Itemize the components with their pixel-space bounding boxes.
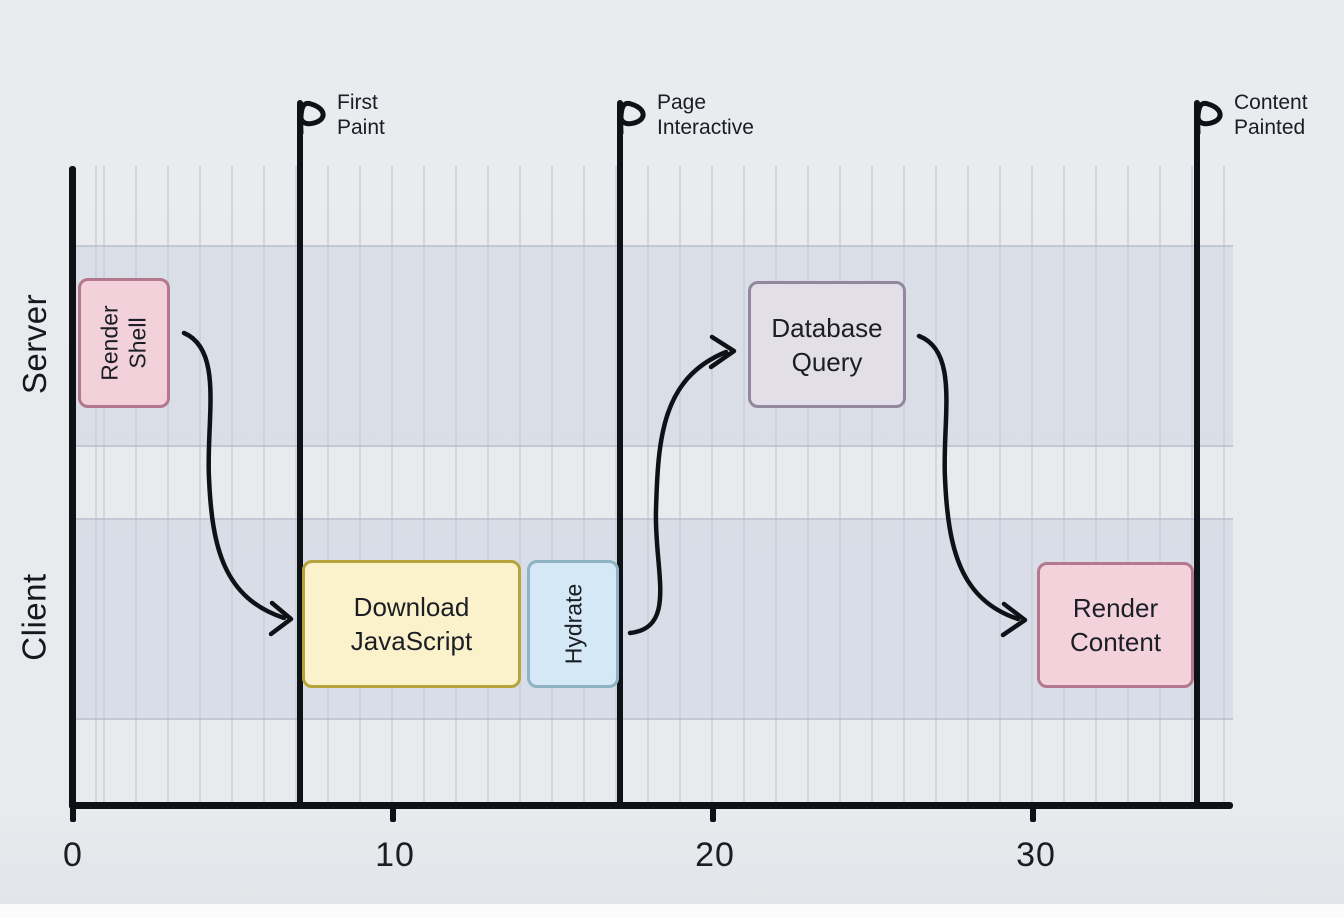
flag-icon bbox=[618, 100, 646, 136]
x-tick-10 bbox=[390, 805, 396, 822]
x-tick-label: 0 bbox=[63, 836, 83, 874]
task-hydrate-label: Hydrate bbox=[559, 584, 587, 665]
milestone-content-painted: Content Painted bbox=[1194, 91, 1308, 805]
server-lane-band bbox=[73, 245, 1233, 447]
milestone-label-line: Content bbox=[1234, 91, 1308, 114]
lane-label-client-text: Client bbox=[16, 573, 53, 661]
milestone-label-line: Page bbox=[657, 91, 707, 114]
task-label-line: Database bbox=[771, 312, 883, 343]
milestone-page-interactive: Page Interactive bbox=[617, 91, 754, 805]
x-axis-line bbox=[69, 802, 1233, 809]
plot-grid bbox=[73, 166, 1233, 802]
flag-icon bbox=[298, 100, 326, 136]
task-download-javascript: Download JavaScript bbox=[302, 560, 521, 688]
milestone-label-line: Interactive bbox=[657, 116, 754, 139]
milestone-label-content-painted: Content Painted bbox=[1234, 90, 1344, 140]
task-label-line: Render bbox=[1072, 593, 1159, 623]
x-tick-30 bbox=[1030, 805, 1036, 822]
task-database-query: Database Query bbox=[748, 281, 906, 408]
task-render-content: Render Content bbox=[1037, 562, 1194, 688]
task-label-line: JavaScript bbox=[350, 626, 473, 656]
lane-label-server: Server bbox=[6, 245, 64, 443]
milestone-label-line: First bbox=[337, 91, 378, 114]
milestone-label-line: Paint bbox=[337, 116, 385, 139]
x-tick-label: 30 bbox=[1016, 836, 1056, 874]
y-axis-line bbox=[69, 166, 76, 809]
x-tick-label: 10 bbox=[375, 836, 415, 874]
lane-label-server-text: Server bbox=[16, 293, 54, 395]
x-tick-label: 20 bbox=[695, 836, 735, 874]
milestone-first-paint: First Paint bbox=[297, 91, 385, 805]
task-label-line: Content bbox=[1069, 627, 1162, 657]
x-tick-20 bbox=[710, 805, 716, 822]
task-render-content-label: Render Content bbox=[1070, 591, 1161, 659]
task-download-javascript-label: Download JavaScript bbox=[351, 590, 472, 658]
task-render-shell: Render Shell bbox=[78, 278, 170, 408]
task-hydrate: Hydrate bbox=[527, 560, 619, 688]
task-label-line: Query bbox=[791, 346, 863, 377]
milestone-label-page-interactive: Page Interactive bbox=[657, 90, 877, 140]
milestone-label-first-paint: First Paint bbox=[337, 90, 557, 140]
task-render-shell-label: Render Shell bbox=[96, 305, 152, 380]
milestone-label-line: Painted bbox=[1234, 116, 1306, 139]
task-database-query-label: Database Query bbox=[771, 311, 882, 379]
x-tick-0 bbox=[70, 805, 76, 822]
flag-icon bbox=[1195, 100, 1223, 136]
task-label-line: Shell bbox=[125, 317, 151, 369]
task-label-line: Hydrate bbox=[559, 583, 586, 665]
lane-label-client: Client bbox=[6, 518, 64, 716]
page-bottom-strip bbox=[0, 904, 1344, 918]
task-label-line: Render bbox=[97, 305, 123, 381]
task-label-line: Download bbox=[353, 592, 470, 622]
